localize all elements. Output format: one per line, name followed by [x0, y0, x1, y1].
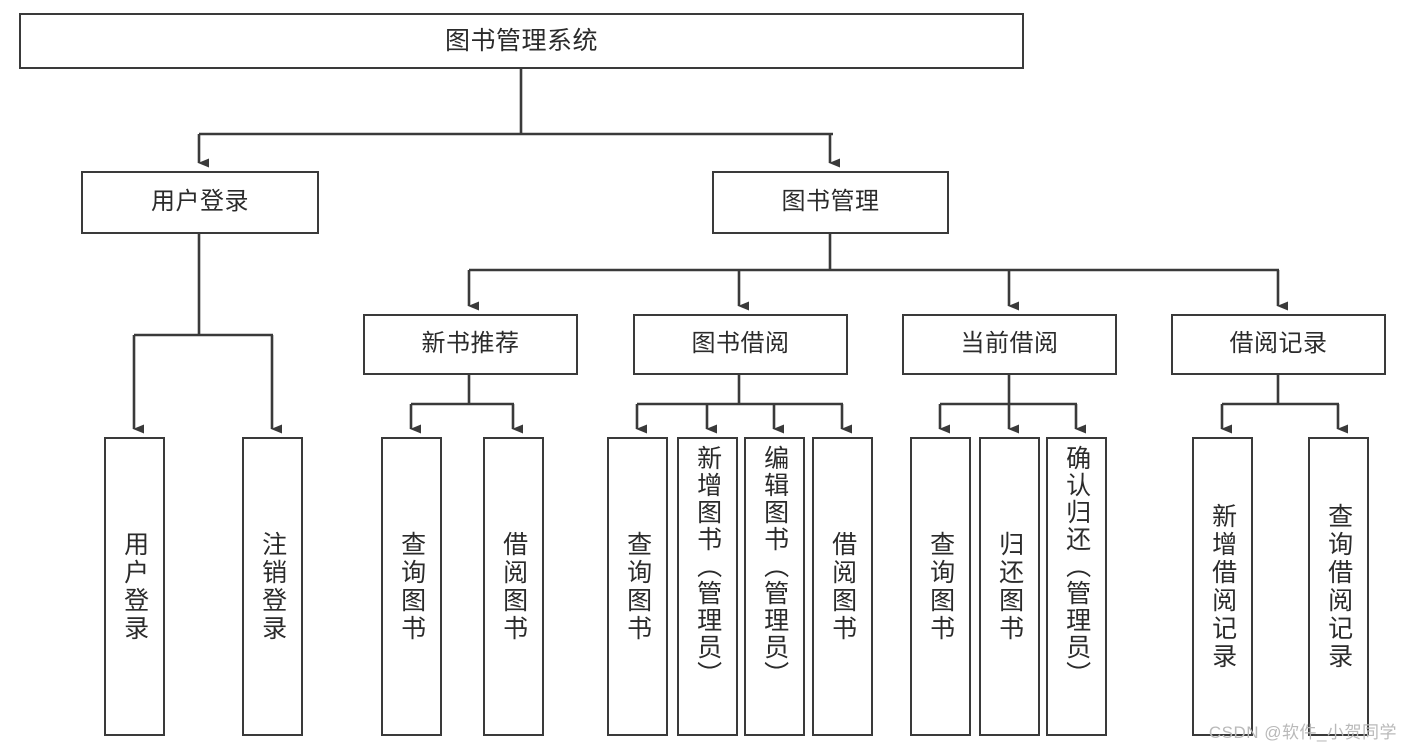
node-label: 借阅图书 [828, 530, 857, 643]
leaf-borrow-add-book-admin[interactable]: 新增图书（管理员） [677, 437, 738, 736]
node-root-system[interactable]: 图书管理系统 [19, 13, 1024, 69]
leaf-user-login[interactable]: 用户登录 [104, 437, 165, 736]
node-label: 编辑图书（管理员） [760, 445, 789, 688]
node-user-login[interactable]: 用户登录 [81, 171, 319, 234]
node-label: 归还图书 [995, 530, 1024, 643]
leaf-borrow-query-book[interactable]: 查询图书 [607, 437, 668, 736]
leaf-recommend-query-book[interactable]: 查询图书 [381, 437, 442, 736]
node-label: 图书管理系统 [444, 27, 598, 55]
leaf-record-query[interactable]: 查询借阅记录 [1308, 437, 1369, 736]
node-label: 图书借阅 [691, 330, 790, 358]
csdn-watermark: CSDN @软件_小贺同学 [1208, 723, 1397, 742]
node-new-book-recommendation[interactable]: 新书推荐 [363, 314, 578, 375]
leaf-borrow-borrow-book[interactable]: 借阅图书 [812, 437, 873, 736]
node-borrow-record[interactable]: 借阅记录 [1171, 314, 1386, 375]
leaf-recommend-borrow-book[interactable]: 借阅图书 [483, 437, 544, 736]
node-label: 图书管理 [781, 188, 880, 216]
node-book-borrow[interactable]: 图书借阅 [633, 314, 848, 375]
node-label: 当前借阅 [960, 330, 1059, 358]
node-label: 用户登录 [120, 530, 149, 643]
node-label: 用户登录 [151, 188, 249, 216]
node-label: 新增借阅记录 [1208, 502, 1237, 671]
leaf-record-add[interactable]: 新增借阅记录 [1192, 437, 1253, 736]
leaf-borrow-edit-book-admin[interactable]: 编辑图书（管理员） [744, 437, 805, 736]
leaf-logout[interactable]: 注销登录 [242, 437, 303, 736]
node-label: 查询借阅记录 [1324, 502, 1353, 671]
node-current-borrow[interactable]: 当前借阅 [902, 314, 1117, 375]
node-label: 借阅记录 [1229, 330, 1328, 358]
node-book-management[interactable]: 图书管理 [712, 171, 949, 234]
node-label: 查询图书 [926, 530, 955, 643]
node-label: 借阅图书 [499, 530, 528, 643]
node-label: 确认归还（管理员） [1062, 445, 1091, 688]
leaf-current-confirm-return-admin[interactable]: 确认归还（管理员） [1046, 437, 1107, 736]
node-label: 查询图书 [623, 530, 652, 643]
leaf-current-return-book[interactable]: 归还图书 [979, 437, 1040, 736]
leaf-current-query-book[interactable]: 查询图书 [910, 437, 971, 736]
node-label: 注销登录 [258, 530, 287, 643]
node-label: 新书推荐 [421, 330, 520, 358]
node-label: 查询图书 [397, 530, 426, 643]
node-label: 新增图书（管理员） [693, 445, 722, 688]
